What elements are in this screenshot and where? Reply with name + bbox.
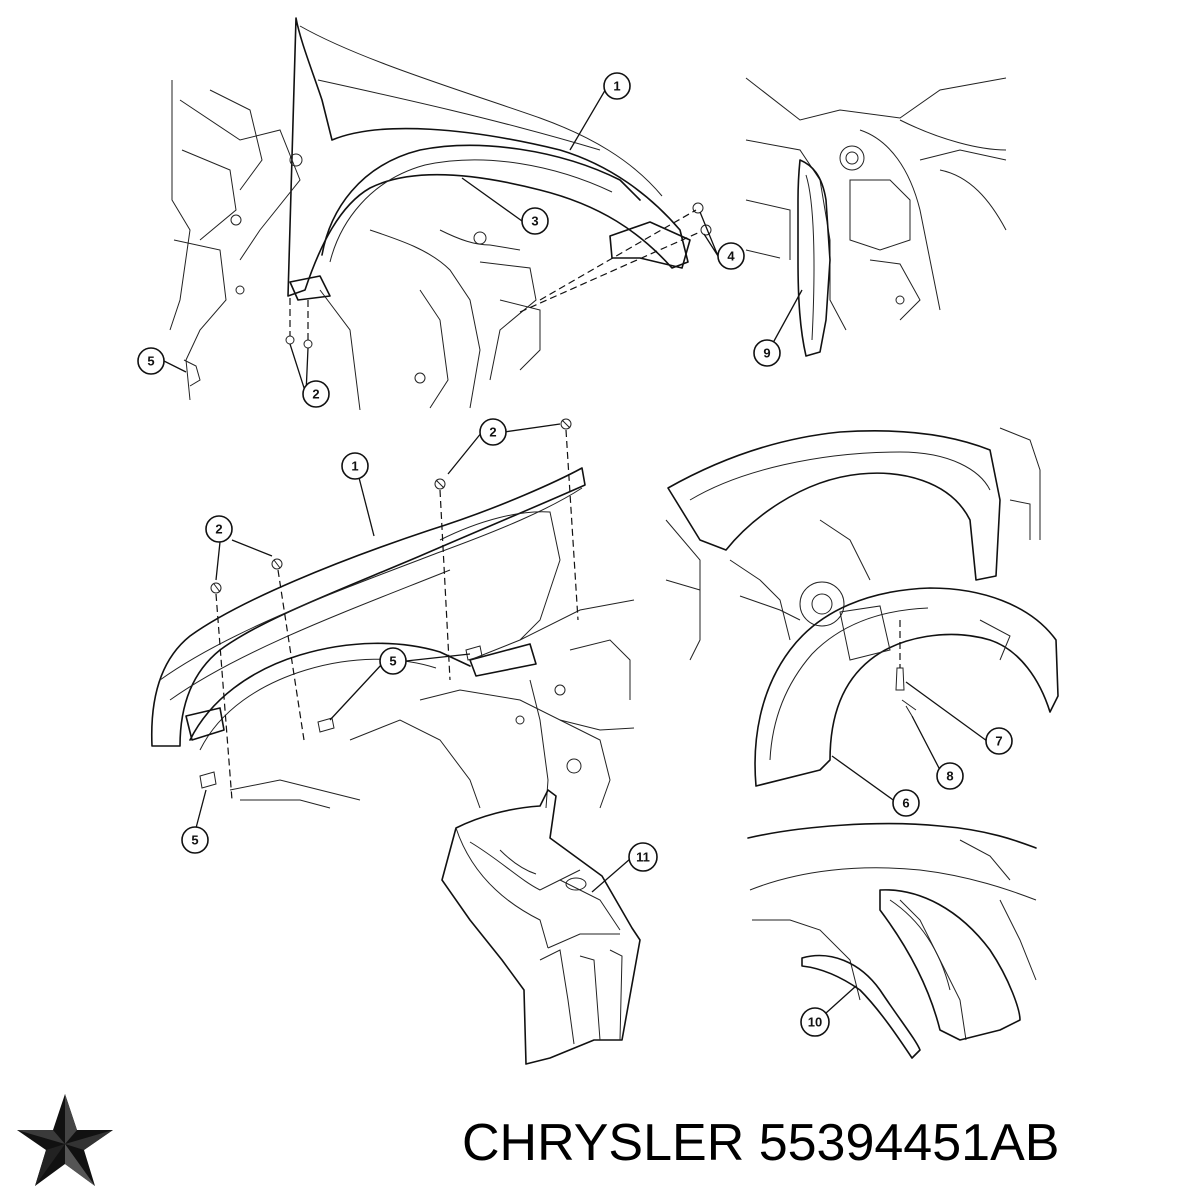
callout-1: 1 (341, 452, 369, 480)
part-caption: CHRYSLER 55394451AB (462, 1108, 1192, 1178)
callout-3: 3 (521, 207, 549, 235)
callout-2: 2 (302, 380, 330, 408)
callout-10: 10 (800, 1007, 830, 1037)
chrysler-pentastar-icon (17, 1094, 113, 1186)
svg-text:8: 8 (946, 769, 953, 784)
callout-2: 2 (205, 515, 233, 543)
svg-text:9: 9 (763, 346, 770, 361)
svg-text:1: 1 (351, 459, 358, 474)
svg-text:7: 7 (995, 734, 1002, 749)
svg-text:10: 10 (808, 1015, 822, 1030)
callout-5: 5 (137, 347, 165, 375)
callout-9: 9 (753, 339, 781, 367)
panel-fender-upper-right: 9 (745, 77, 1007, 367)
callout-8: 8 (936, 762, 964, 790)
svg-text:6: 6 (902, 796, 909, 811)
brand-name: CHRYSLER (462, 1114, 745, 1172)
callout-4: 4 (717, 242, 745, 270)
svg-text:3: 3 (531, 214, 538, 229)
callout-11: 11 (628, 842, 658, 872)
panel-liner-middle-right: 7 8 6 (665, 427, 1059, 817)
callout-6: 6 (892, 789, 920, 817)
svg-text:11: 11 (636, 850, 650, 865)
callout-2: 2 (479, 418, 507, 446)
panel-shield-lower-left: 11 (441, 789, 658, 1065)
part-number: 55394451AB (758, 1114, 1060, 1172)
svg-text:2: 2 (489, 425, 496, 440)
callout-5: 5 (379, 647, 407, 675)
callout-7: 7 (985, 727, 1013, 755)
panel-liner-lower-right: 10 (747, 822, 1037, 1059)
svg-text:4: 4 (727, 249, 735, 264)
svg-text:5: 5 (147, 354, 154, 369)
svg-text:5: 5 (191, 833, 198, 848)
callout-1: 1 (603, 72, 631, 100)
callout-5: 5 (181, 826, 209, 854)
svg-text:5: 5 (389, 654, 396, 669)
svg-text:2: 2 (312, 387, 319, 402)
panel-fender-upper-left: 1 3 4 2 5 (137, 17, 745, 411)
svg-text:2: 2 (215, 522, 222, 537)
panel-fender-middle-left: 1 2 2 5 5 (150, 418, 635, 854)
svg-text:1: 1 (613, 79, 620, 94)
